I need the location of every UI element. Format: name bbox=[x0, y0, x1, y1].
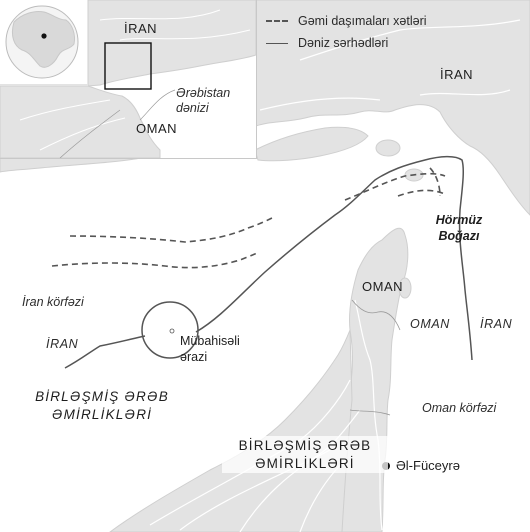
inset-label-arabian-sea: Ərəbistan dənizi bbox=[176, 86, 231, 115]
legend-label-sea-borders: Dəniz sərhədləri bbox=[298, 36, 389, 50]
legend-item-sea-borders: Dəniz sərhədləri bbox=[266, 32, 427, 54]
label-oman-border: OMAN bbox=[410, 317, 450, 331]
inset-borders bbox=[59, 89, 176, 158]
shipping-lanes bbox=[51, 167, 446, 269]
legend-label-shipping-lanes: Gəmi daşımaları xətləri bbox=[298, 14, 427, 28]
legend: Gəmi daşımaları xətləri Dəniz sərhədləri bbox=[266, 10, 427, 54]
label-iran-north: İRAN bbox=[440, 67, 474, 82]
maritime-borders bbox=[64, 155, 473, 369]
label-iran-gulf: İRAN bbox=[46, 337, 79, 351]
label-persian-gulf: İran körfəzi bbox=[22, 295, 84, 309]
qeshm-island bbox=[254, 126, 369, 162]
inset-roads bbox=[19, 9, 251, 151]
inset-strip bbox=[0, 84, 88, 86]
land-borders bbox=[349, 299, 401, 416]
inset-panel: İRAN Ərəbistan dənizi OMAN bbox=[0, 0, 257, 159]
dashed-line-swatch bbox=[266, 20, 288, 22]
inset-base bbox=[0, 0, 256, 158]
disputed-circle bbox=[141, 301, 199, 359]
inset-label-iran: İRAN bbox=[124, 21, 158, 36]
uae-west-land bbox=[109, 329, 353, 532]
small-island bbox=[398, 277, 412, 299]
label-fujairah: Əl-Füceyrə bbox=[394, 458, 462, 473]
inset-arabia-land bbox=[0, 85, 161, 158]
globe-location-dot bbox=[41, 33, 47, 39]
label-gulf-of-oman: Oman körfəzi bbox=[422, 401, 497, 415]
label-iran-border: İRAN bbox=[480, 317, 513, 331]
label-uae-sea: BİRLƏŞMİŞ ƏRƏB ƏMİRLİKLƏRİ bbox=[35, 389, 169, 422]
inset-iran-land bbox=[87, 0, 256, 87]
label-disputed-area: Mübahisəli ərazi bbox=[180, 334, 240, 364]
inset-label-oman: OMAN bbox=[136, 121, 177, 136]
solid-line-swatch bbox=[266, 42, 288, 44]
globe-land bbox=[11, 11, 75, 68]
label-oman-peninsula: OMAN bbox=[362, 279, 403, 294]
legend-item-shipping-lanes: Gəmi daşımaları xətləri bbox=[266, 10, 427, 32]
disputed-island-dot bbox=[169, 328, 175, 334]
hormuz-island bbox=[375, 139, 401, 157]
label-uae-land: BİRLƏŞMİŞ ƏRƏB ƏMİRLİKLƏRİ bbox=[222, 436, 388, 474]
inset-focus-box bbox=[104, 42, 152, 90]
label-hormuz-strait: Hörmüz Boğazı bbox=[435, 213, 483, 243]
